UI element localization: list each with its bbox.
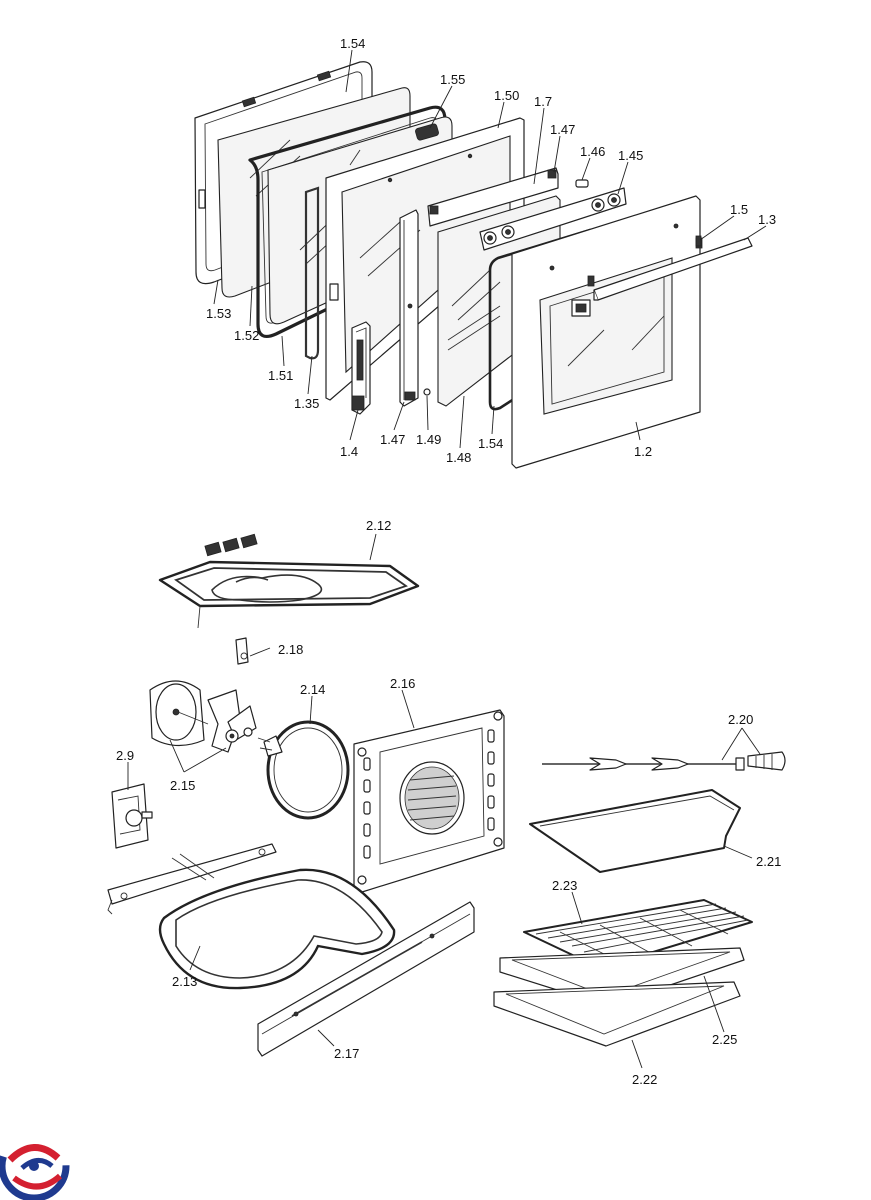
part-2-14-circular-heating-element — [257, 720, 350, 820]
part-2-15-fan-motor — [149, 680, 257, 753]
label-1-35: 1.35 — [294, 396, 319, 411]
label-2-14: 2.14 — [300, 682, 325, 697]
label-1-5: 1.5 — [730, 202, 748, 217]
label-2-22: 2.22 — [632, 1072, 657, 1087]
label-1-53: 1.53 — [206, 306, 231, 321]
part-1-47-side-profile — [399, 209, 419, 407]
label-1-47-bottom: 1.47 — [380, 432, 405, 447]
part-1-35-seal — [304, 186, 320, 360]
part-2-20-rotisserie-spit — [542, 751, 786, 771]
part-labels: 1.54 1.55 1.50 1.7 1.47 1.46 1.45 1.5 1.… — [116, 36, 781, 1087]
label-2-17: 2.17 — [334, 1046, 359, 1061]
label-1-47-top: 1.47 — [550, 122, 575, 137]
leader-lines-components — [127, 533, 761, 1069]
part-2-12-grill-element — [158, 533, 420, 629]
part-1-3-door-handle — [587, 237, 753, 301]
part-1-2-outer-door — [511, 195, 701, 469]
label-2-16: 2.16 — [390, 676, 415, 691]
label-1-46: 1.46 — [580, 144, 605, 159]
label-2-23: 2.23 — [552, 878, 577, 893]
label-1-45: 1.45 — [618, 148, 643, 163]
label-1-50: 1.50 — [494, 88, 519, 103]
label-2-9: 2.9 — [116, 748, 134, 763]
label-2-15: 2.15 — [170, 778, 195, 793]
label-1-52: 1.52 — [234, 328, 259, 343]
part-1-49-clip — [423, 388, 431, 396]
part-1-7-top-profile — [427, 167, 559, 227]
label-1-49: 1.49 — [416, 432, 441, 447]
label-1-54-top: 1.54 — [340, 36, 365, 51]
label-2-25: 2.25 — [712, 1032, 737, 1047]
part-2-16-back-panel — [353, 709, 505, 893]
door-assembly — [194, 61, 753, 469]
label-2-12: 2.12 — [366, 518, 391, 533]
swirl-logo-icon — [0, 1130, 70, 1200]
part-1-5-screw — [695, 235, 702, 247]
label-1-3: 1.3 — [758, 212, 776, 227]
part-2-22-deep-tray — [493, 981, 741, 1047]
label-1-2: 1.2 — [634, 444, 652, 459]
part-2-25-baking-tray — [499, 947, 745, 1007]
part-1-45-control-strip — [479, 187, 627, 251]
label-2-13: 2.13 — [172, 974, 197, 989]
label-2-20: 2.20 — [728, 712, 753, 727]
part-1-4-hinge — [351, 321, 371, 415]
leader-lines-door — [213, 49, 767, 449]
part-1-46-knob — [575, 179, 589, 188]
label-2-21: 2.21 — [756, 854, 781, 869]
part-2-21-tray-frame — [529, 789, 741, 873]
label-2-18: 2.18 — [278, 642, 303, 657]
label-1-4: 1.4 — [340, 444, 358, 459]
part-2-9-motor-unit — [111, 783, 153, 849]
label-1-54-bottom: 1.54 — [478, 436, 503, 451]
part-2-17-side-rail — [257, 901, 475, 1057]
part-2-13-lower-heating-element — [107, 843, 396, 990]
label-1-51: 1.51 — [268, 368, 293, 383]
part-2-18-bracket-clip — [235, 637, 249, 665]
label-1-48: 1.48 — [446, 450, 471, 465]
label-1-7: 1.7 — [534, 94, 552, 109]
label-1-55: 1.55 — [440, 72, 465, 87]
